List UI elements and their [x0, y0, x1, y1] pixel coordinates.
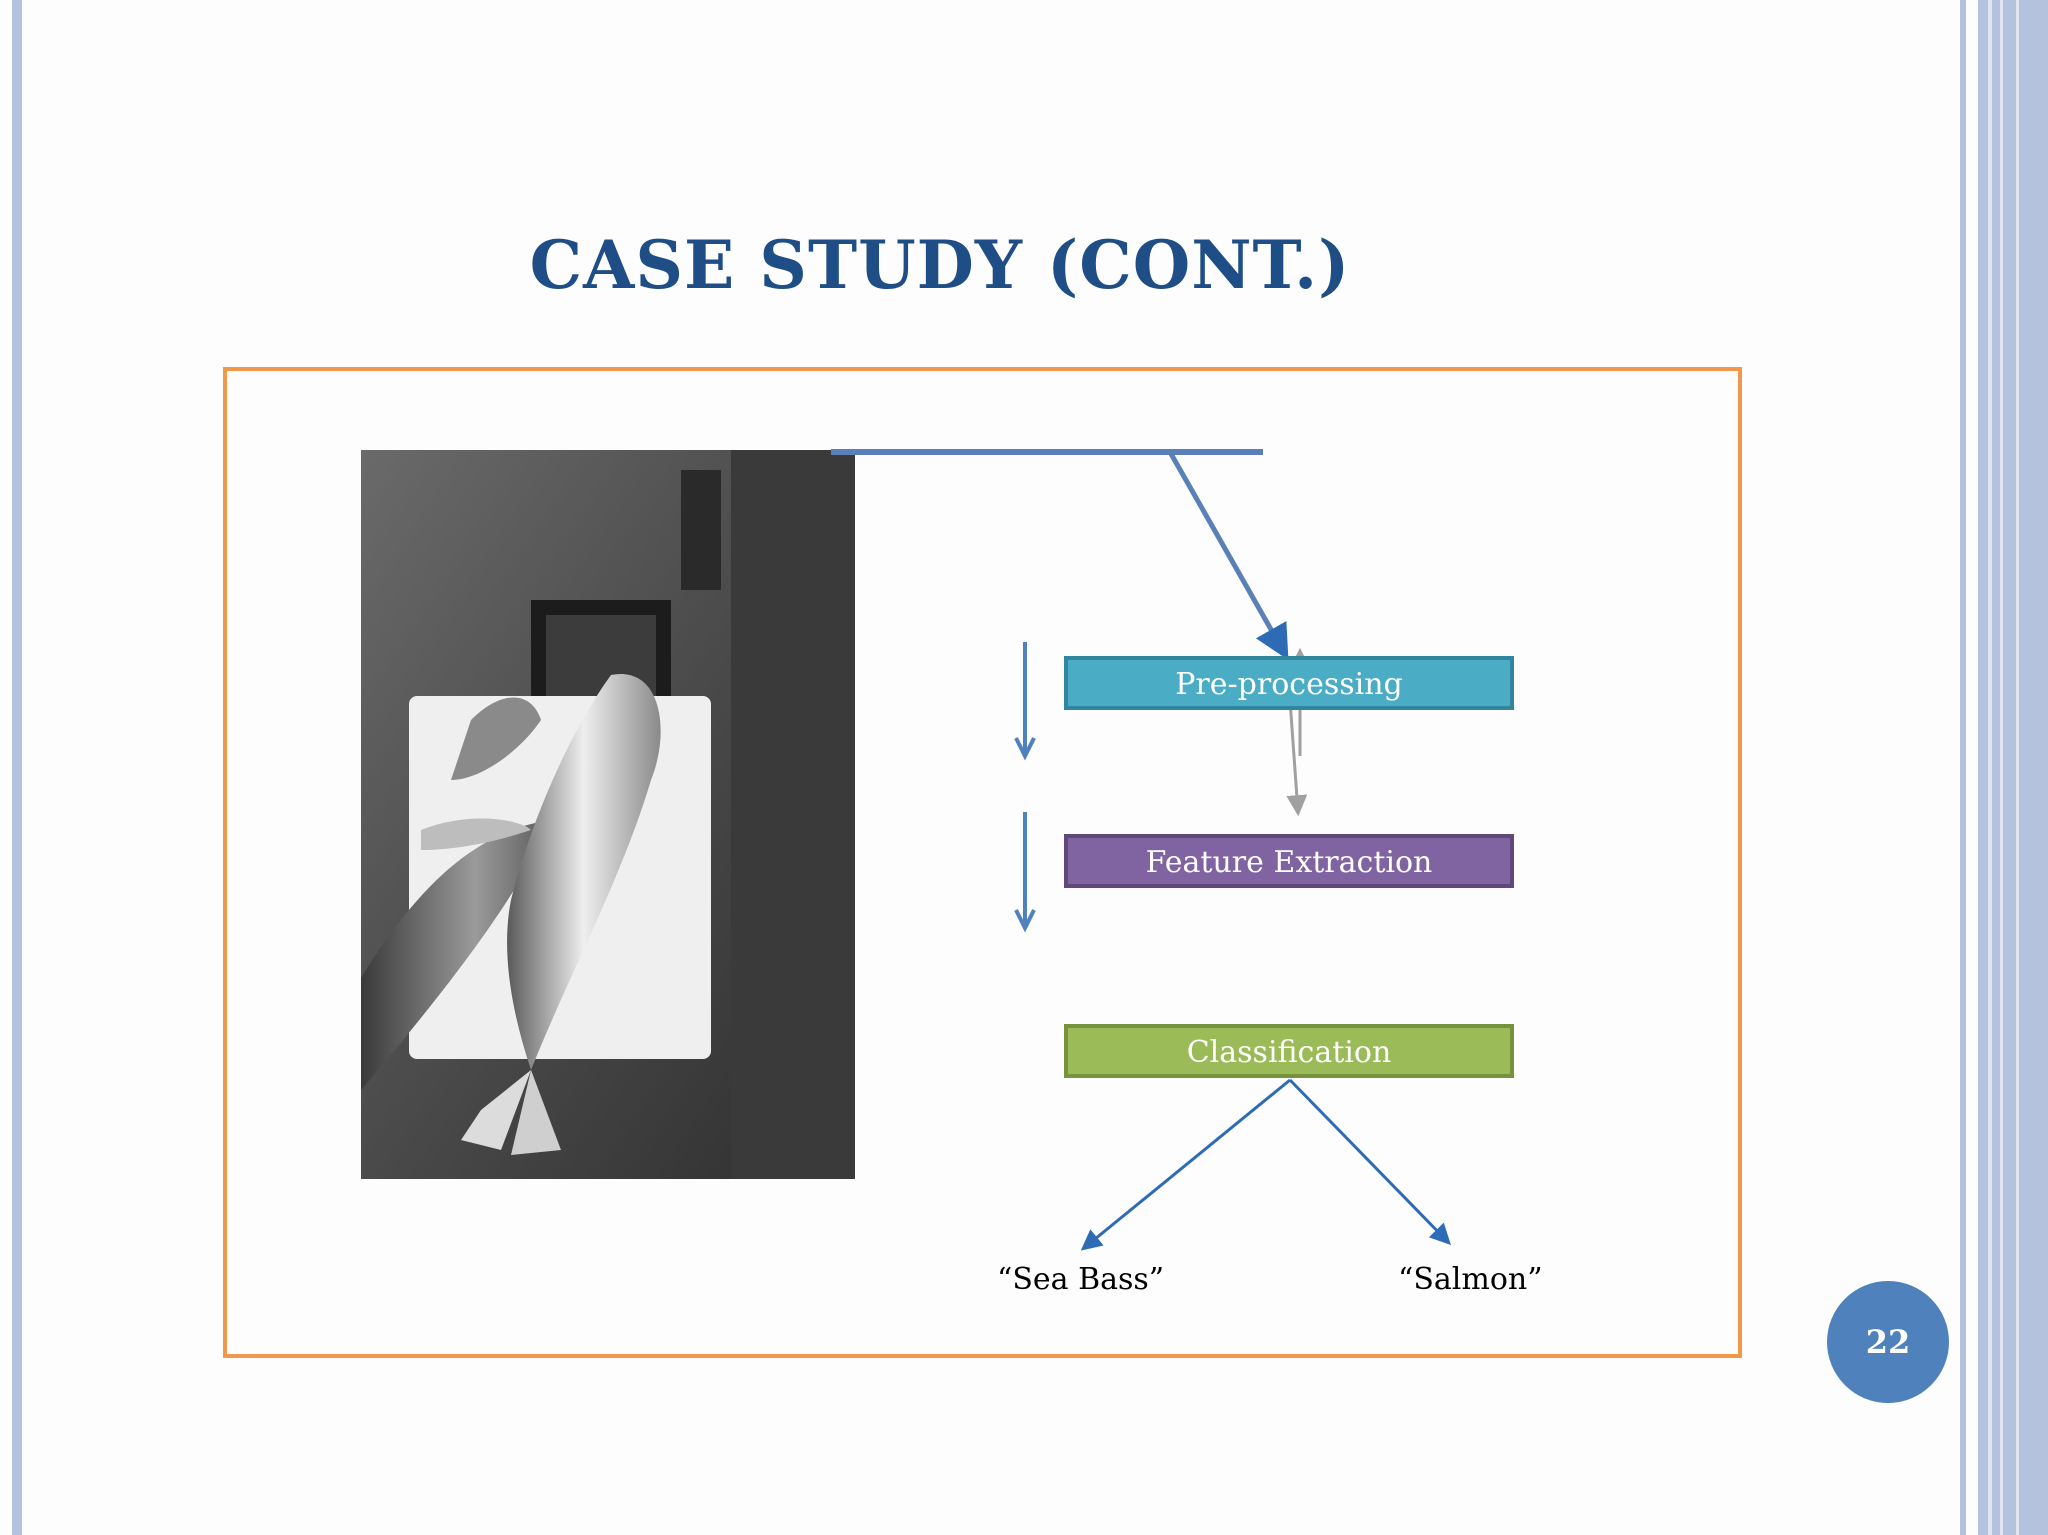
right-frame-stripe — [2000, 0, 2003, 1535]
left-down-arrow-1 — [1014, 642, 1036, 761]
output-label-salmon: “Salmon” — [1398, 1262, 1543, 1297]
slide-title: CASE STUDY (CONT.) — [529, 226, 1351, 304]
left-frame-bar — [12, 0, 22, 1535]
classification-box: Classification — [1064, 1024, 1514, 1078]
page-number-badge: 22 — [1827, 1281, 1949, 1403]
gray-down-arrow — [1286, 699, 1308, 817]
output-label-sea-bass: “Sea Bass” — [997, 1262, 1165, 1297]
right-frame-bar — [1960, 0, 1966, 1535]
preprocessing-box: Pre-processing — [1064, 656, 1514, 710]
fish-photo — [361, 450, 855, 1179]
classification-to-seabass-arrow — [1080, 1078, 1291, 1251]
right-frame-stripe — [2016, 0, 2019, 1535]
left-down-arrow-2 — [1014, 812, 1036, 933]
content-box — [223, 367, 1742, 1358]
top-to-preprocessing-arrow — [1167, 450, 1289, 661]
classification-to-salmon-arrow — [1288, 1078, 1451, 1246]
feature-extraction-box: Feature Extraction — [1064, 834, 1514, 888]
right-frame-stripe — [1988, 0, 1992, 1535]
